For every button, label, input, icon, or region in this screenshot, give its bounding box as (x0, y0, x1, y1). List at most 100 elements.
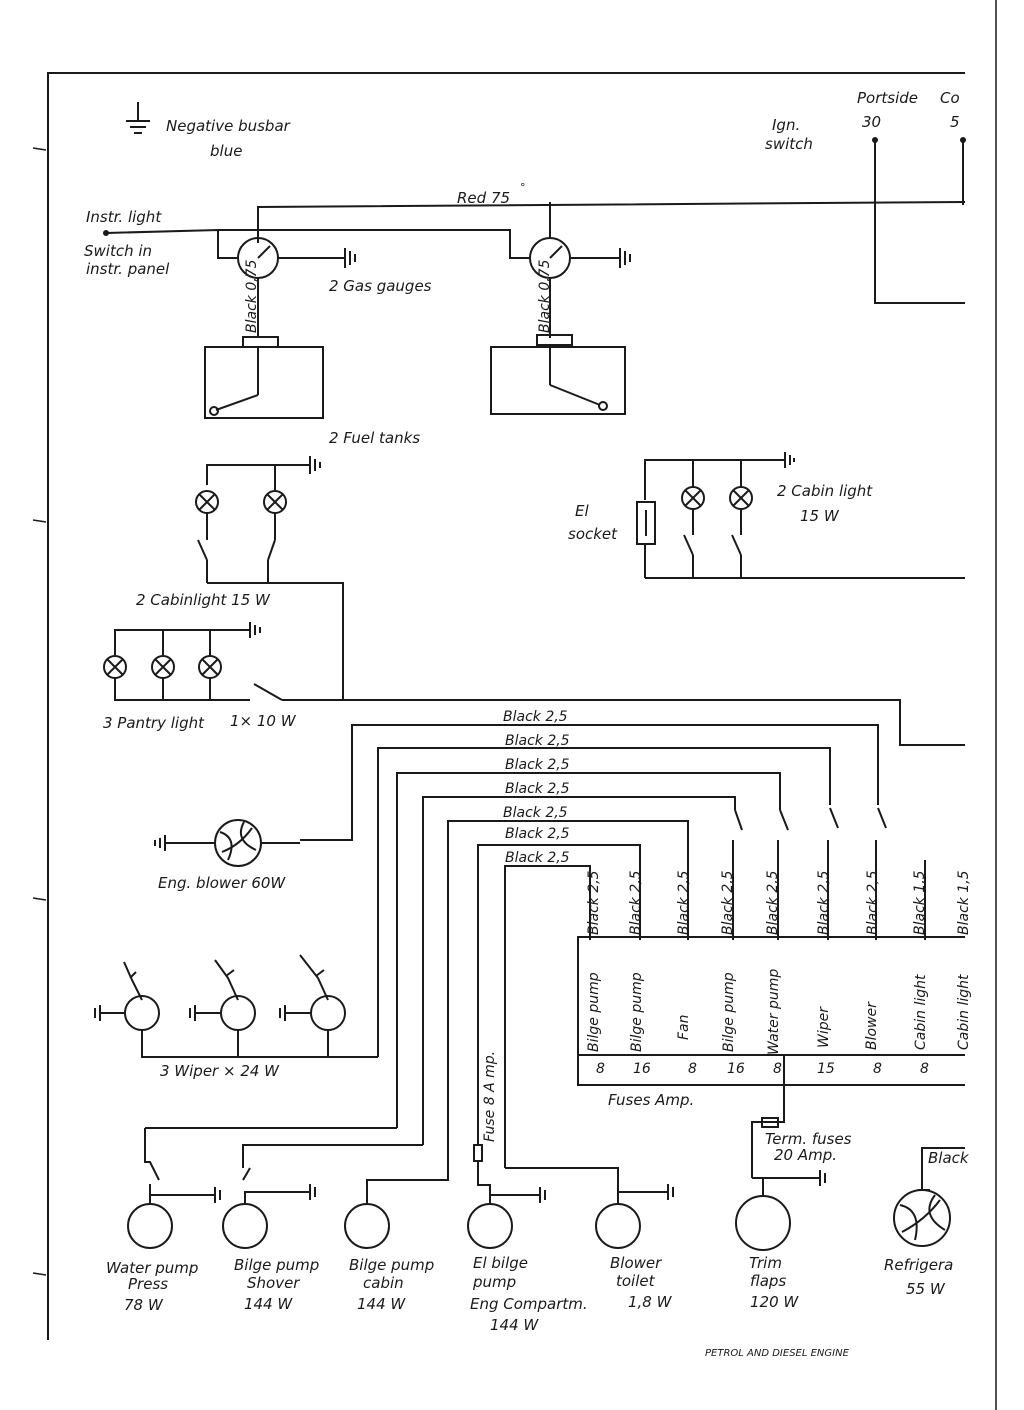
diagram-frame (47, 72, 965, 1340)
cabinlight-circuit-right (636, 452, 965, 579)
consumer-4-l1: El bilge (473, 1254, 528, 1272)
wire-label-7: Black 2,5 (505, 850, 570, 866)
gas-gauges-label: 2 Gas gauges (329, 277, 432, 295)
gauge1-wire-label: Black 0,75 (244, 259, 260, 333)
fuse-consumer-4: Bilge pump (721, 972, 737, 1052)
eng-blower-label: Eng. blower 60W (158, 874, 286, 892)
fuse-wire-label-2: Black 2,5 (628, 870, 644, 935)
consumer-2-l1: Bilge pump (234, 1256, 319, 1274)
fuse-amp-6: 15 (817, 1061, 835, 1077)
fuse-consumer-6: Wiper (816, 1006, 832, 1048)
refrigerator-wire-label: Black (928, 1149, 970, 1167)
fuse-amp-4: 16 (727, 1061, 745, 1077)
consumer-7-l2: 55 W (906, 1280, 946, 1298)
fuse-8-label: Fuse 8 A mp. (482, 1051, 498, 1142)
consumer-3-l3: 144 W (357, 1295, 406, 1313)
wire-bundle (300, 724, 879, 1168)
switch-in-label: Switch in (84, 242, 152, 260)
fuse-amp-8: 8 (920, 1061, 929, 1077)
ign-switch-label: switch (765, 135, 813, 153)
consumer-6-l1: Trim (749, 1254, 782, 1272)
negative-busbar-label: Negative busbar (166, 117, 291, 135)
fuse-amp-3: 8 (688, 1061, 697, 1077)
wire-label-4: Black 2,5 (505, 781, 570, 797)
fuse-8-symbol (473, 1144, 483, 1162)
portside-cut-label: Co (940, 89, 960, 107)
fuse-wire-label-5: Black 2,5 (765, 870, 781, 935)
footer-cut-text: PETROL AND DIESEL ENGINE (705, 1348, 850, 1359)
fuse-wire-label-4: Black 2,5 (720, 870, 736, 935)
cabinlight-left-label: 2 Cabinlight 15 W (136, 591, 271, 609)
consumer-2-l3: 144 W (244, 1295, 293, 1313)
red-main-wire (257, 201, 966, 243)
pantry-light-circuit (103, 622, 965, 746)
scan-margin-marks (32, 147, 47, 1276)
consumer-3-l2: cabin (363, 1274, 404, 1292)
socket-label: socket (568, 525, 618, 543)
fuse-amp-1: 8 (596, 1061, 605, 1077)
fuse-wire-label-9: Black 1,5 (956, 870, 972, 935)
fuse-amp-2: 16 (633, 1061, 651, 1077)
consumer-1-l1: Water pump (106, 1259, 198, 1277)
fuse-consumer-7: Blower (864, 1001, 880, 1050)
red-wire-degree: ° (520, 181, 526, 194)
consumer-5-l1: Blower (610, 1254, 662, 1272)
fuse-wire-label-1: Black 2,5 (586, 870, 602, 935)
fuses-amp-label: Fuses Amp. (608, 1091, 694, 1109)
consumer-6-l2: flaps (750, 1272, 786, 1290)
cabin-light-right-label: 2 Cabin light (777, 482, 873, 500)
consumer-motors (127, 1127, 965, 1251)
consumer-5-l2: toilet (616, 1272, 656, 1290)
wire-label-5: Black 2,5 (503, 805, 568, 821)
fuse-amp-5: 8 (773, 1061, 782, 1077)
instr-panel-label: instr. panel (86, 260, 170, 278)
instr-light-label: Instr. light (86, 208, 162, 226)
ign-label: Ign. (772, 116, 800, 134)
ign-feed-wire (874, 140, 965, 304)
busbar-color-label: blue (210, 142, 242, 160)
fuse-wire-label-8: Black 1,5 (912, 870, 928, 935)
pantry-watt-label: 1× 10 W (230, 712, 297, 730)
term-fuses-label: Term. fuses (765, 1130, 852, 1148)
fuel-tank-1 (204, 336, 324, 419)
wiper-motors (94, 954, 378, 1058)
gauge2-wire-label: Black 0,75 (537, 259, 553, 333)
fuse-consumer-3: Fan (676, 1014, 692, 1040)
fuse-consumer-8: Cabin light (913, 974, 929, 1050)
gas-gauge-2 (529, 202, 631, 338)
fuse-consumer-9: Cabin light (956, 974, 972, 1050)
fuse-consumer-5: Water pump (766, 969, 782, 1055)
terminal-5-label: 5 (950, 113, 960, 131)
fuse-wire-label-7: Black 2,5 (865, 870, 881, 935)
red-wire-label: Red 75 (457, 189, 510, 207)
instr-light-wire-2 (218, 229, 530, 259)
wiper-label: 3 Wiper × 24 W (160, 1062, 280, 1080)
fuse-amp-7: 8 (873, 1061, 882, 1077)
cabinlight-circuit-left (195, 456, 344, 700)
consumer-7-l1: Refrigera (884, 1256, 953, 1274)
ground-symbol (126, 102, 150, 134)
cabin-light-right-watt: 15 W (800, 507, 840, 525)
fuse-wire-label-3: Black 2,5 (676, 870, 692, 935)
consumer-2-l2: Shover (247, 1274, 300, 1292)
fuse-consumer-2: Bilge pump (629, 972, 645, 1052)
trim-feed-wire (751, 1055, 785, 1178)
consumer-4-l4: 144 W (490, 1316, 539, 1334)
wire-label-1: Black 2,5 (503, 709, 568, 725)
consumer-1-l3: 78 W (124, 1296, 164, 1314)
pantry-label: 3 Pantry light (103, 714, 205, 732)
eng-blower-symbol (154, 819, 300, 867)
fuel-tank-2 (490, 334, 626, 415)
consumer-6-l3: 120 W (750, 1293, 799, 1311)
gas-gauge-1 (237, 237, 356, 338)
consumer-5-l3: 1,8 W (628, 1293, 673, 1311)
wire-label-2: Black 2,5 (505, 733, 570, 749)
terminal-30-label: 30 (862, 113, 881, 131)
fuse-panel (577, 936, 965, 1086)
wire-label-3: Black 2,5 (505, 757, 570, 773)
fuse-wire-label-6: Black 2,5 (816, 870, 832, 935)
fuse-panel-switches (732, 807, 926, 940)
fuel-tanks-label: 2 Fuel tanks (329, 429, 420, 447)
consumer-4-l3: Eng Compartm. (470, 1295, 588, 1313)
